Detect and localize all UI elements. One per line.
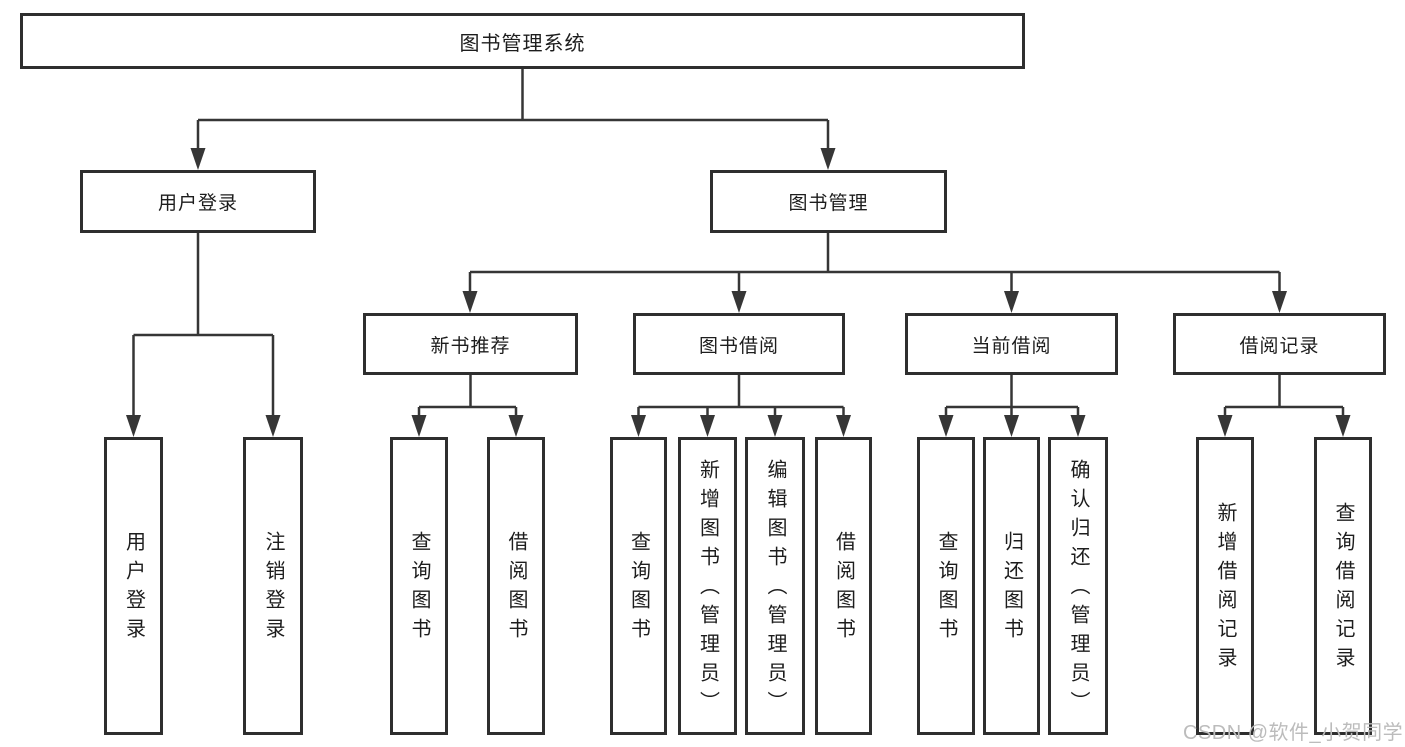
- leaf-confirm-return-admin: 确认归还（管理员）: [1048, 437, 1108, 735]
- leaf-logout: 注销登录: [243, 437, 303, 735]
- leaf-query-books-borrow: 查询图书: [610, 437, 667, 735]
- leaf-query-books-recommend: 查询图书: [390, 437, 448, 735]
- node-current-borrow: 当前借阅: [905, 313, 1118, 375]
- leaf-borrow-books-recommend: 借阅图书: [487, 437, 545, 735]
- node-borrow-records: 借阅记录: [1173, 313, 1386, 375]
- leaf-add-borrow-record: 新增借阅记录: [1196, 437, 1254, 735]
- leaf-user-login: 用户登录: [104, 437, 163, 735]
- leaf-add-book-admin: 新增图书（管理员）: [678, 437, 737, 735]
- leaf-query-books-current: 查询图书: [917, 437, 975, 735]
- leaf-return-book: 归还图书: [983, 437, 1040, 735]
- node-book-management: 图书管理: [710, 170, 947, 233]
- leaf-query-borrow-record: 查询借阅记录: [1314, 437, 1372, 735]
- leaf-borrow-books: 借阅图书: [815, 437, 872, 735]
- leaf-edit-book-admin: 编辑图书（管理员）: [745, 437, 805, 735]
- csdn-watermark: CSDN @软件_小贺同学: [1183, 722, 1404, 744]
- node-root-library-system: 图书管理系统: [20, 13, 1025, 69]
- node-user-login: 用户登录: [80, 170, 316, 233]
- node-new-book-recommend: 新书推荐: [363, 313, 578, 375]
- node-book-borrow: 图书借阅: [633, 313, 845, 375]
